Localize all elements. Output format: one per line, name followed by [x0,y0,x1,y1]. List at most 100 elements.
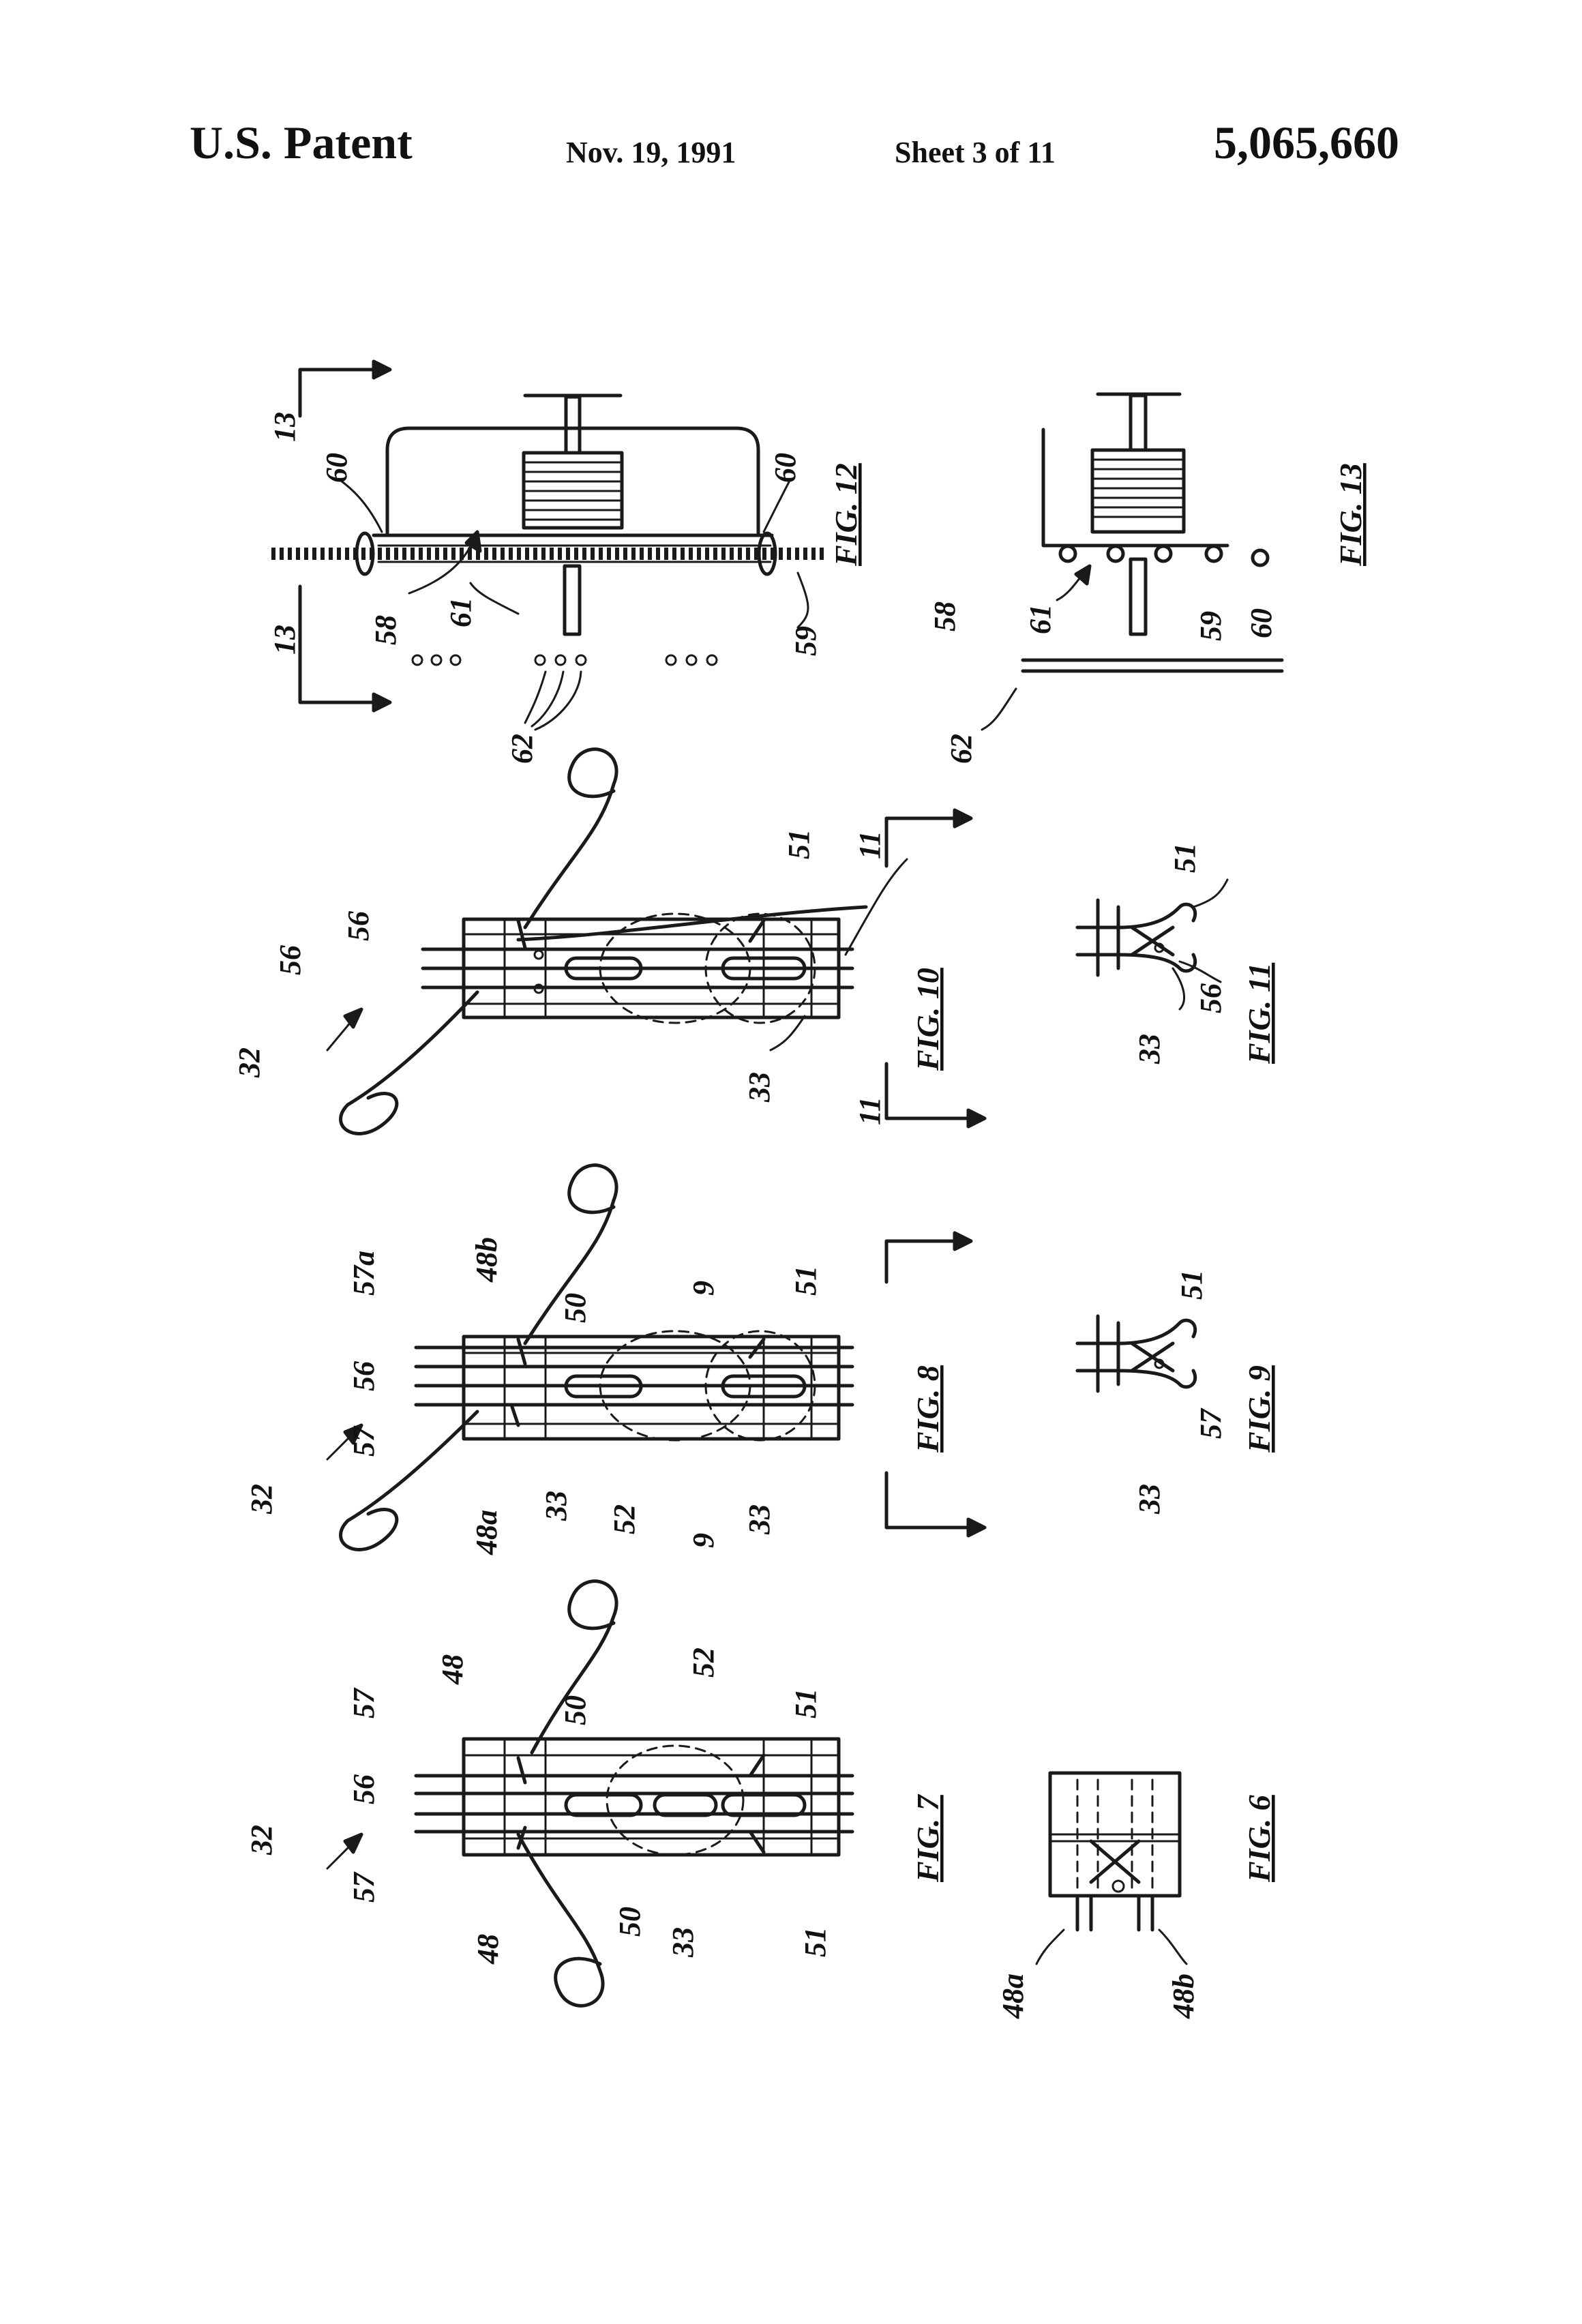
ref-57-bottom: 57 [347,1871,380,1903]
spool-coil [1092,450,1184,532]
section-arrow-9-bottom [886,1473,968,1528]
ref-13-top: 13 [268,412,301,442]
ref-33: 33 [1133,1034,1166,1064]
leader-62 [525,672,581,730]
figure-label-6: FIG. 6 [1242,1795,1277,1883]
arrowhead-icon [968,1519,985,1536]
section-arrow-11-bottom [886,1064,968,1118]
leader-61 [471,583,518,614]
shaft-61 [1131,559,1146,634]
ref-48-top: 48 [436,1654,469,1685]
figure-13: 58 61 59 60 62 FIG. 13 [928,394,1368,764]
surface-62 [1023,660,1282,671]
ref-57-top: 57 [347,1687,380,1718]
ref-61: 61 [1024,604,1057,634]
ref-60-right: 60 [768,453,802,483]
figure-label-12: FIG. 12 [829,463,863,567]
loop-upper [532,1581,616,1753]
arrowhead-icon [345,1009,361,1027]
loop-upper [525,749,616,927]
ref-59: 59 [789,626,822,656]
figure-8: 57a 48b 50 56 57 32 9 9 51 48a 33 52 33 … [245,1165,985,1555]
pins-48 [1077,1896,1152,1930]
leader-60-left [341,481,382,532]
figure-12: 13 13 60 60 58 61 59 62 FIG. 12 [268,361,863,764]
section-arrow-13-bottom [300,586,374,702]
ref-48b: 48b [470,1237,503,1283]
leader-62 [982,689,1016,730]
ref-33: 33 [743,1072,776,1103]
ref-50-top: 50 [558,1695,592,1725]
section-arrow-11-top [886,818,955,866]
ref-56: 56 [342,911,375,941]
ref-62: 62 [944,734,978,764]
leaders [1036,1930,1186,1964]
section-arrow-9-top [886,1241,955,1282]
holes-62 [413,655,717,665]
figure-label-10: FIG. 10 [910,968,945,1071]
ref-51: 51 [782,829,816,859]
ref-56: 56 [347,1361,380,1391]
ref-61: 61 [444,597,477,627]
ref-51: 51 [789,1266,822,1296]
arrowhead-icon [374,694,390,711]
block-section [1077,900,1118,975]
spool-shaft-upper [566,397,580,453]
ref-33-right: 33 [743,1504,776,1535]
ref-56: 56 [1194,983,1227,1013]
shaft-61 [565,566,580,634]
figure-label-8: FIG. 8 [910,1365,945,1453]
leader-59 [798,573,808,627]
figure-11: 51 56 33 FIG. 11 [1077,843,1277,1064]
figure-7: 57 48 52 50 51 56 32 57 48 50 33 51 FIG.… [245,1581,945,2006]
ref-11-top: 11 [853,831,886,859]
ref-33: 33 [539,1491,573,1521]
ref-51-top: 51 [789,1688,822,1718]
ref-57: 57 [347,1425,380,1457]
spool-coil [524,453,622,528]
ref-32: 32 [233,1047,266,1078]
figure-label-7: FIG. 7 [910,1793,945,1883]
ref-32: 32 [245,1825,278,1856]
ref-9-bottom: 9 [687,1533,720,1548]
crossed-wires [1132,1343,1173,1371]
ref-51: 51 [1175,1270,1208,1300]
lines-56-57 [416,1776,852,1832]
ref-48a: 48a [470,1510,503,1555]
ref-58: 58 [369,615,402,645]
ref-50: 50 [558,1293,592,1323]
arrowhead-icon [955,1233,971,1249]
rope-section-circles [1060,546,1268,565]
ref-33: 33 [1133,1484,1166,1515]
ref-51: 51 [1168,843,1202,873]
figure-label-9: FIG. 9 [1242,1365,1277,1453]
ref-52: 52 [608,1504,641,1534]
arrowhead-icon [968,1110,985,1127]
ref-56-upper: 56 [273,945,307,975]
ref-48a: 48a [996,1973,1030,2019]
ref-9-top: 9 [687,1281,720,1296]
block-section [1077,1316,1118,1391]
crossed-wires [1132,927,1173,955]
leader-60-right [764,481,790,532]
block-detail [464,1337,839,1439]
ref-60-left: 60 [320,453,353,483]
ref-52: 52 [687,1648,720,1678]
ref-11-bottom: 11 [853,1097,886,1125]
ref-57: 57 [1194,1407,1227,1439]
block-split [1050,1834,1180,1841]
figure-label-11: FIG. 11 [1242,963,1277,1064]
ref-51-bottom: 51 [799,1927,832,1957]
ref-60: 60 [1244,608,1278,638]
ref-50-bottom: 50 [613,1907,646,1937]
section-arrow-13-top [300,370,374,416]
ref-48b: 48b [1167,1973,1200,2019]
loop-lower [518,1834,603,2006]
ref-48-bottom: 48 [471,1934,505,1965]
ref-57a: 57a [347,1251,380,1296]
figure-6: 48a 48b FIG. 6 [996,1773,1277,2019]
figure-9: 51 57 33 FIG. 9 [1077,1270,1277,1515]
spool-shaft-upper [1131,396,1146,450]
ref-62: 62 [505,734,539,764]
